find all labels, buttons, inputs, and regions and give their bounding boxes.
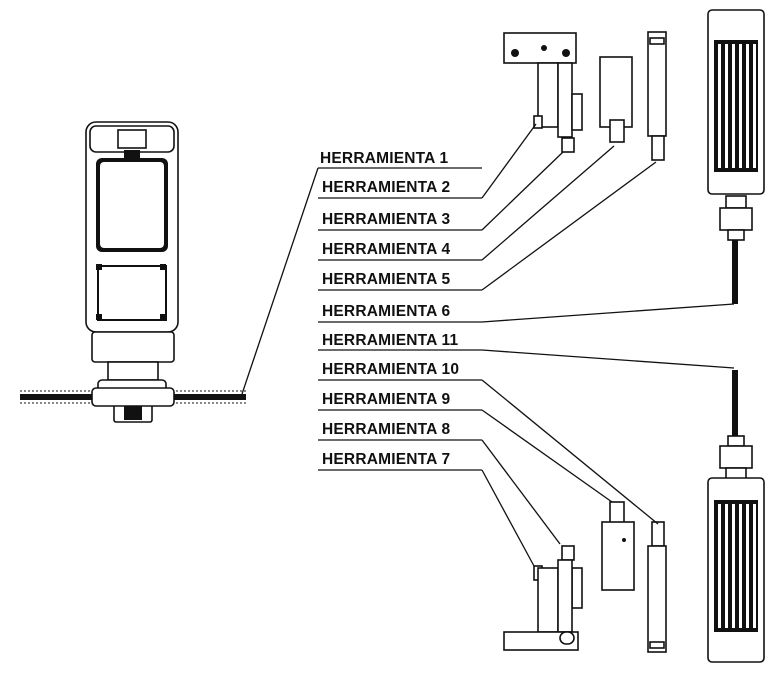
saw-blade bbox=[20, 387, 246, 407]
label-tool-9: HERRAMIENTA 9 bbox=[322, 391, 451, 408]
label-tool-3: HERRAMIENTA 3 bbox=[322, 211, 451, 228]
label-tool-2: HERRAMIENTA 2 bbox=[322, 179, 450, 196]
tool-rod-bottom bbox=[647, 521, 667, 653]
label-tool-10: HERRAMIENTA 10 bbox=[322, 361, 459, 378]
tool-holder-bottom bbox=[503, 545, 583, 651]
saw-motor bbox=[85, 121, 179, 423]
spindle-motor-bottom bbox=[707, 370, 765, 663]
spindle-motor-top bbox=[707, 9, 765, 304]
label-tool-7: HERRAMIENTA 7 bbox=[322, 451, 450, 468]
tool-block-bottom bbox=[601, 501, 635, 591]
label-tool-1: HERRAMIENTA 1 bbox=[320, 150, 449, 167]
tool-holder-top bbox=[503, 32, 583, 153]
tool-block-top bbox=[599, 56, 633, 143]
label-tool-11: HERRAMIENTA 11 bbox=[322, 332, 458, 349]
leader-lines bbox=[241, 123, 735, 567]
label-tool-8: HERRAMIENTA 8 bbox=[322, 421, 451, 438]
tool-labels: HERRAMIENTA 1 HERRAMIENTA 2 HERRAMIENTA … bbox=[320, 150, 459, 468]
tool-rod-top bbox=[647, 31, 667, 161]
label-tool-6: HERRAMIENTA 6 bbox=[322, 303, 451, 320]
label-tool-5: HERRAMIENTA 5 bbox=[322, 271, 451, 288]
label-tool-4: HERRAMIENTA 4 bbox=[322, 241, 451, 258]
